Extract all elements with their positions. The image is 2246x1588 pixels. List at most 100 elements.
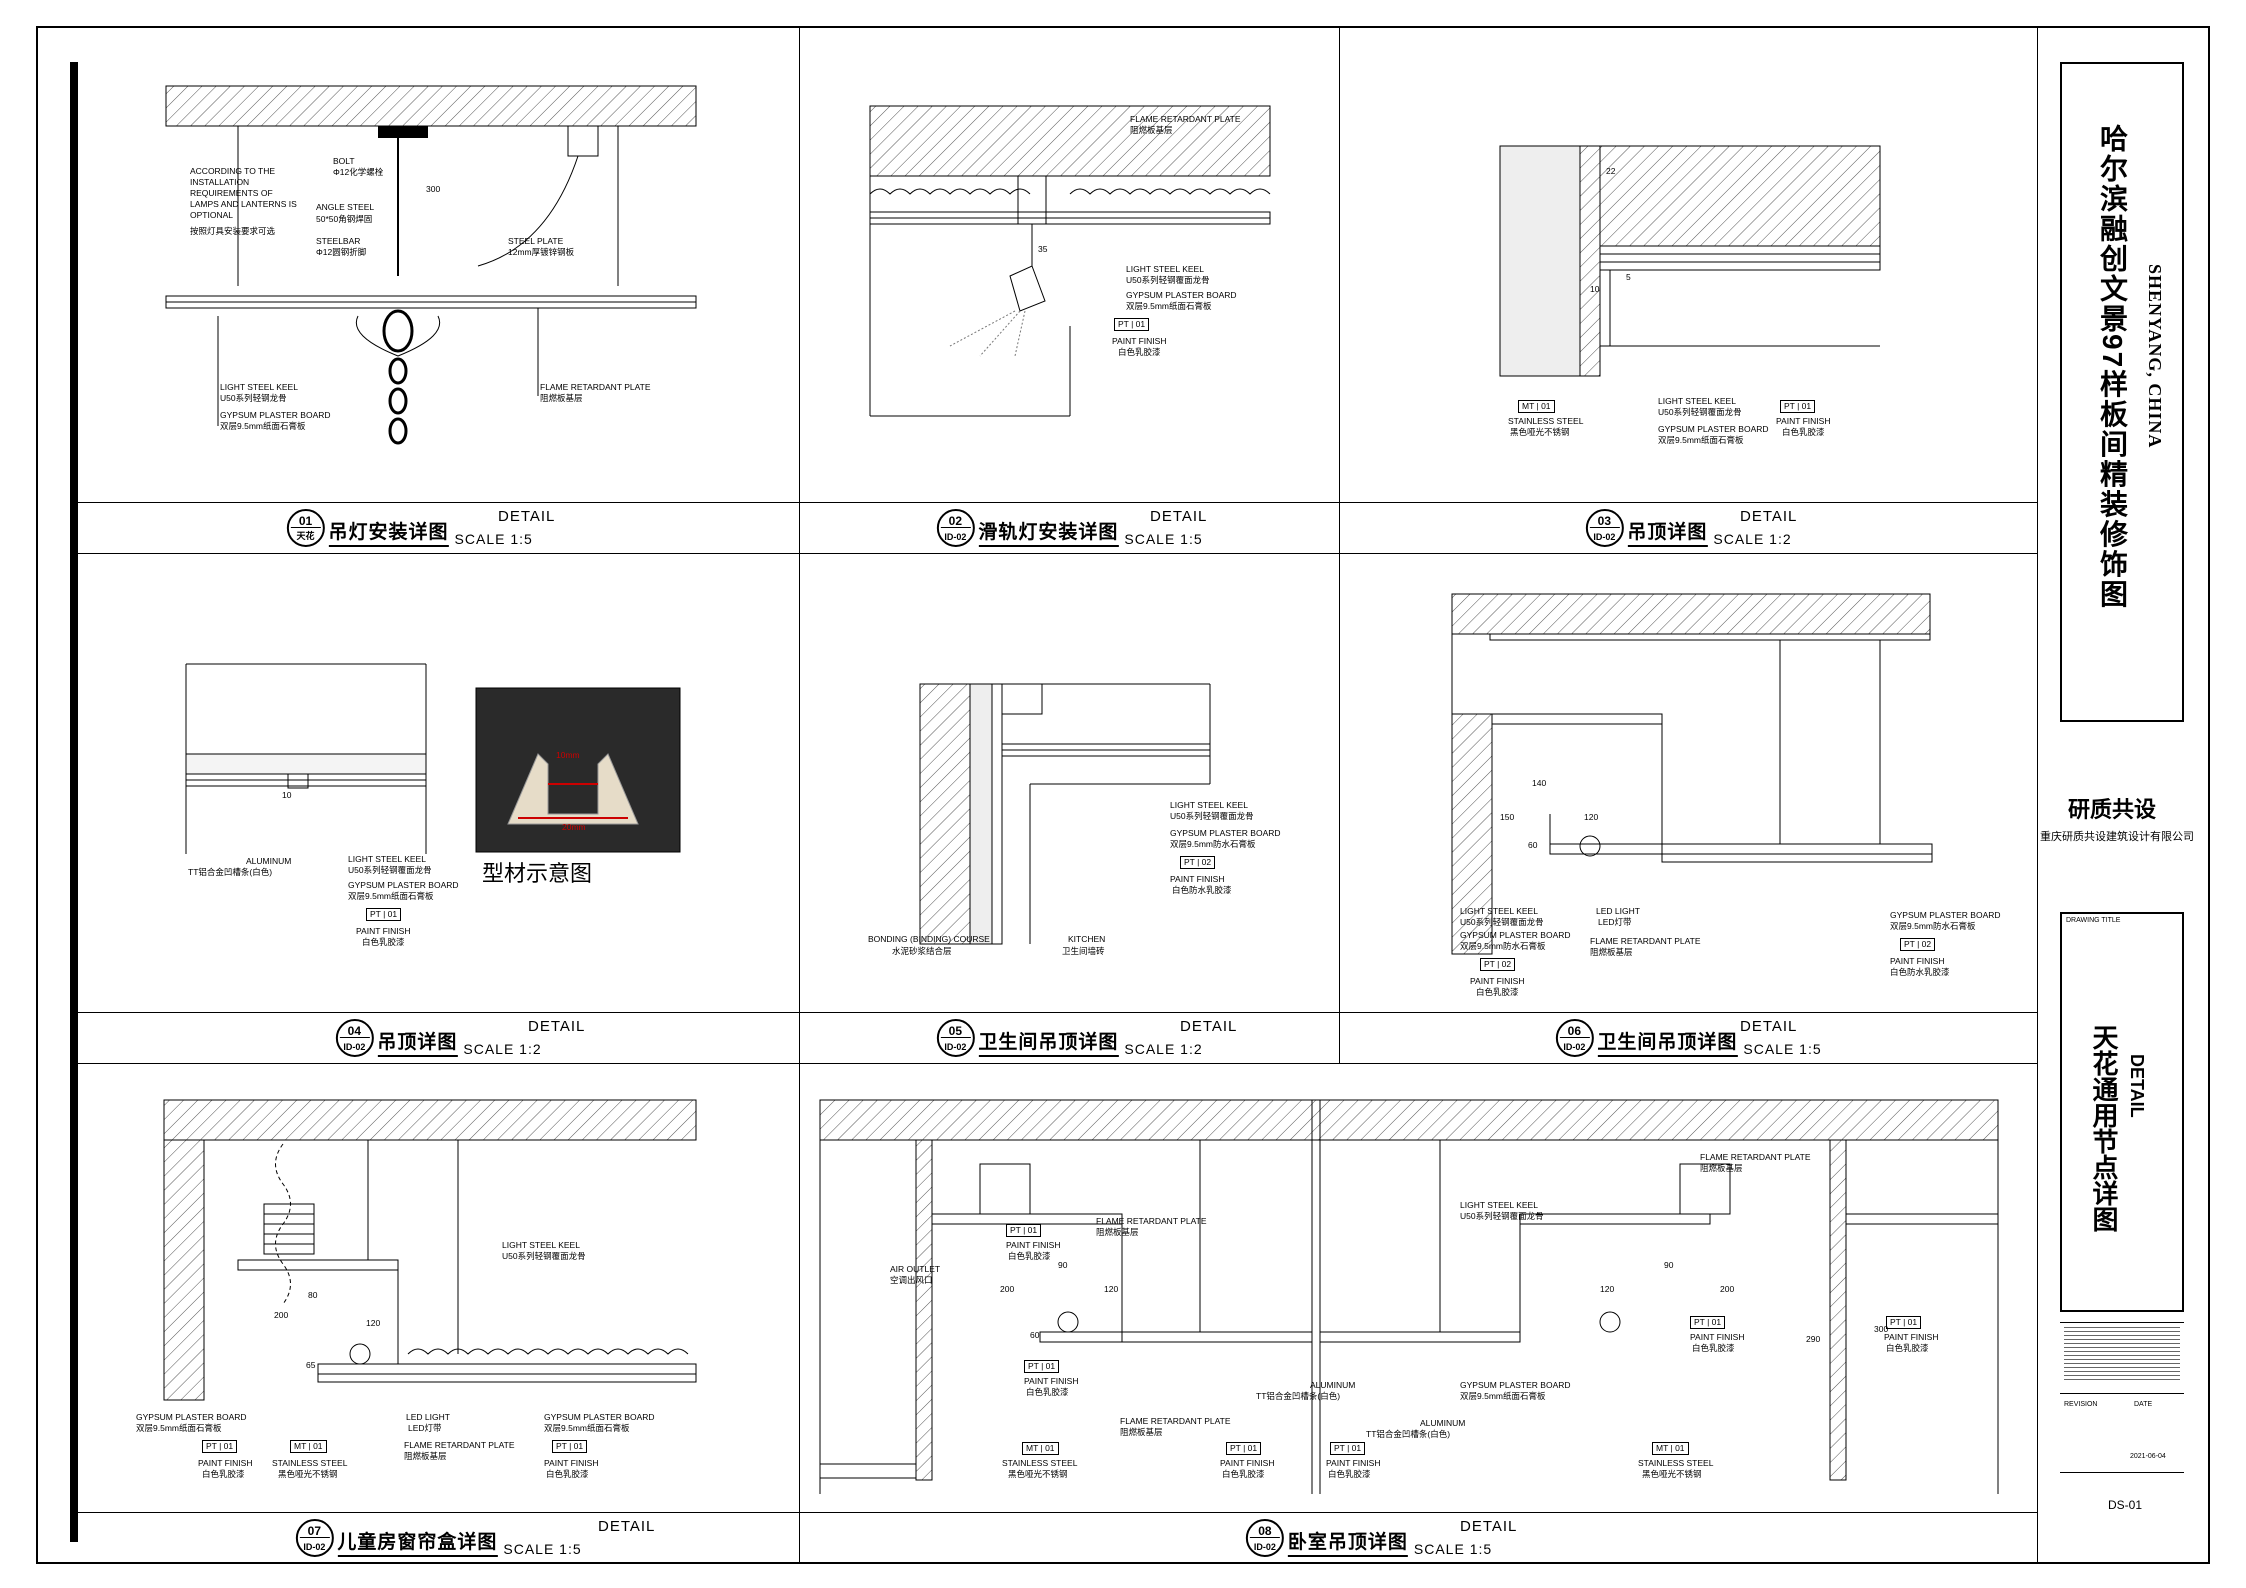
d01-note-cn: 按照灯具安装要求可选 [190,226,276,236]
d03-keel: LIGHT STEEL KEEL [1658,396,1736,406]
detail-label: DETAIL [498,508,556,525]
d07-gypsum: GYPSUM PLASTER BOARD [136,1412,247,1422]
d05-gypsum: GYPSUM PLASTER BOARD [1170,828,1281,838]
d08-paint-5-cn: 白色乳胶漆 [1692,1343,1735,1353]
detail-scale: SCALE 1:5 [1413,1541,1493,1557]
detail-label: DETAIL [1740,508,1798,525]
d01-bolt: BOLT [333,156,355,166]
d06-paint-r-cn: 白色防水乳胶漆 [1890,967,1950,977]
detail-02: FLAME RETARDANT PLATE 阻燃板基层 35 LIGHT STE… [800,26,1340,554]
d05-bonding-cn: 水泥砂浆结合层 [892,946,952,956]
d05-bonding: BONDING (BINDING) COURSE [868,934,990,944]
detail-04: 10 10mm 20mm 型材示意图 ALUMINUM TT铝合金凹槽条(白色)… [78,554,800,1064]
d07-gypsum-r: GYPSUM PLASTER BOARD [544,1412,655,1422]
d03-gypsum-cn: 双层9.5mm纸面石膏板 [1658,435,1744,445]
d05-kitchen: KITCHEN [1068,934,1106,944]
d07-pt-r: PT | 01 [552,1440,588,1453]
d04-keel-cn: U50系列轻钢覆面龙骨 [348,865,432,875]
detail-02-drawing [869,105,1271,417]
d06-led-cn: LED灯带 [1598,917,1632,927]
detail-05-drawing [919,683,1211,945]
detail-label: DETAIL [1150,508,1208,525]
d08-dim1b: 200 [1720,1284,1735,1294]
d07-stainless: STAINLESS STEEL [272,1458,348,1468]
d08-keel-cn: U50系列轻钢覆面龙骨 [1460,1211,1544,1221]
d06-paint-r: PAINT FINISH [1890,956,1945,966]
d02-paint-cn: 白色乳胶漆 [1118,347,1161,357]
detail-scale: SCALE 1:2 [1124,1041,1203,1057]
d01-steelbar: STEELBAR [316,236,361,246]
d08-flame-1: FLAME RETARDANT PLATE [1096,1216,1207,1226]
d06-pt: PT | 02 [1480,958,1516,971]
d03-dim1: 22 [1606,166,1616,176]
d08-keel: LIGHT STEEL KEEL [1460,1200,1538,1210]
d06-keel: LIGHT STEEL KEEL [1460,906,1538,916]
d08-dim3b: 90 [1664,1260,1674,1270]
detail-label: DETAIL [1180,1018,1238,1035]
d05-pt: PT | 02 [1180,856,1216,869]
d08-stainless-1-cn: 黑色哑光不锈钢 [1008,1469,1068,1479]
d08-mt-1: MT | 01 [1022,1442,1059,1455]
d01-keel: LIGHT STEEL KEEL [220,382,298,392]
d07-paint-r: PAINT FINISH [544,1458,599,1468]
d08-dim4: 300 [1874,1324,1889,1334]
d07-paint-cn: 白色乳胶漆 [202,1469,245,1479]
d08-dim5: 290 [1806,1334,1821,1344]
d08-gypsum: GYPSUM PLASTER BOARD [1460,1380,1571,1390]
d06-dim3: 120 [1584,812,1599,822]
d07-dim3: 65 [306,1360,316,1370]
d05-gypsum-cn: 双层9.5mm防水石膏板 [1170,839,1256,849]
detail-label: DETAIL [598,1518,656,1535]
d02-gypsum-cn: 双层9.5mm纸面石膏板 [1126,301,1212,311]
d08-paint-4-cn: 白色乳胶漆 [1328,1469,1371,1479]
d04-paint-cn: 白色乳胶漆 [362,937,405,947]
detail-title: 卧室吊顶详图 [1287,1527,1408,1557]
title-block: 哈尔滨融创文景97样板间精装修饰图 SHENYANG, CHINA 研质共设 重… [2038,62,2198,1542]
d03-stainless-cn: 黑色哑光不锈钢 [1510,427,1570,437]
d04-photo-dim1: 10mm [556,750,580,760]
detail-scale: SCALE 1:5 [1743,1041,1822,1057]
d01-note: ACCORDING TO THE INSTALLATION REQUIREMEN… [190,166,297,220]
d06-led: LED LIGHT [1596,906,1640,916]
d07-led: LED LIGHT [406,1412,450,1422]
d01-gypsum: GYPSUM PLASTER BOARD [220,410,331,420]
d08-paint-4: PAINT FINISH [1326,1458,1381,1468]
d08-aluminum-2: ALUMINUM [1420,1418,1466,1428]
d06-keel-cn: U50系列轻钢覆面龙骨 [1460,917,1544,927]
d02-keel-cn: U50系列轻钢覆面龙骨 [1126,275,1210,285]
d08-paint-2: PAINT FINISH [1024,1376,1079,1386]
d04-gypsum-cn: 双层9.5mm纸面石膏板 [348,891,434,901]
d08-dim2: 120 [1104,1284,1119,1294]
d03-keel-cn: U50系列轻钢覆面龙骨 [1658,407,1742,417]
d08-paint-2-cn: 白色乳胶漆 [1026,1387,1069,1397]
d03-paint: PAINT FINISH [1776,416,1831,426]
d06-gypsum-r-cn: 双层9.5mm防水石膏板 [1890,921,1976,931]
d08-aluminum-cn: TT铝合金凹槽条(白色) [1256,1391,1341,1401]
d07-led-cn: LED灯带 [408,1423,442,1433]
d06-dim1: 140 [1532,778,1547,788]
d03-dim3: 10 [1590,284,1600,294]
d02-flame-cn: 阻燃板基层 [1130,125,1173,135]
d08-pt-3: PT | 01 [1226,1442,1262,1455]
d08-flame-3-cn: 阻燃板基层 [1700,1163,1743,1173]
d08-mt-2: MT | 01 [1652,1442,1689,1455]
detail-01: ACCORDING TO THE INSTALLATION REQUIREMEN… [78,26,800,554]
d08-pt-2: PT | 01 [1024,1360,1060,1373]
d08-air-outlet-cn: 空调出风口 [890,1275,933,1285]
d08-aluminum-2-cn: TT铝合金凹槽条(白色) [1366,1429,1451,1439]
detail-scale: SCALE 1:2 [1713,531,1792,547]
detail-label: DETAIL [1740,1018,1798,1035]
drawing-title-label: DRAWING TITLE [2066,917,2121,924]
d08-stainless-2: STAINLESS STEEL [1638,1458,1714,1468]
d08-pt-5: PT | 01 [1690,1316,1726,1329]
d08-flame-3: FLAME RETARDANT PLATE [1700,1152,1811,1162]
d07-stainless-cn: 黑色哑光不锈钢 [278,1469,338,1479]
d08-aluminum: ALUMINUM [1310,1380,1356,1390]
